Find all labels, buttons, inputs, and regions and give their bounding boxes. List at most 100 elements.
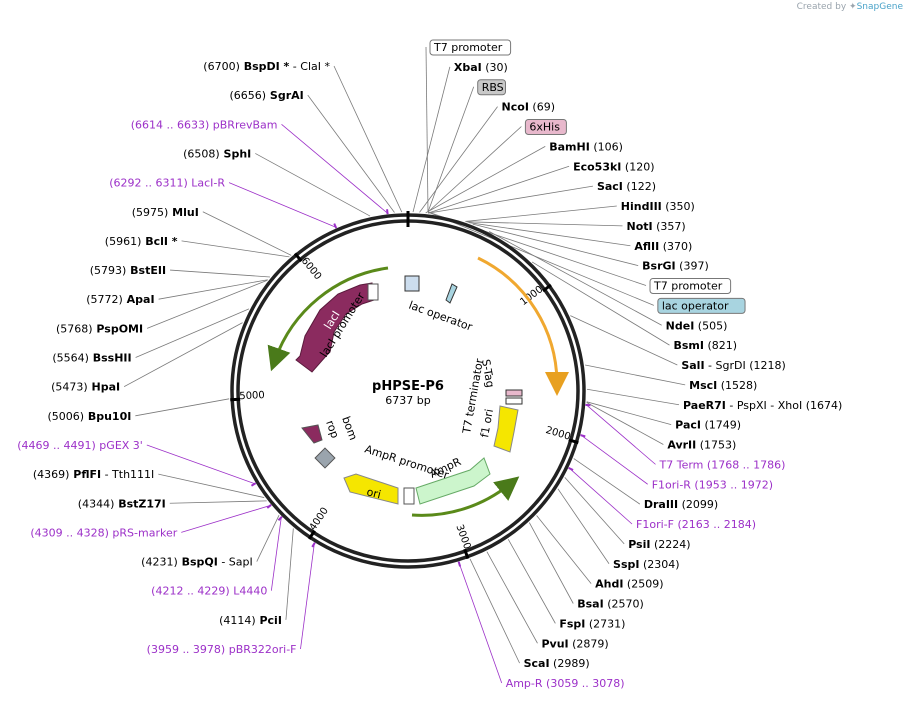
- label-name: PsiI: [628, 538, 650, 551]
- leader-line: [300, 543, 315, 650]
- primer-label-f1ori-f: F1ori-F (2163 .. 2184): [636, 518, 756, 531]
- label-pos: (4344): [78, 497, 115, 510]
- leader-line: [586, 388, 680, 406]
- label-pos: (122): [623, 180, 656, 193]
- label-name: Amp-R: [506, 677, 543, 690]
- primer-label-l4440: (4212 .. 4229) L4440: [151, 585, 267, 598]
- label-pos: (2509): [623, 578, 663, 591]
- leader-line: [468, 222, 631, 247]
- label-name: LacI-R: [188, 177, 226, 190]
- ruler-tick-3000: [463, 548, 470, 560]
- site-label-sali: SalI - SgrDI (1218): [681, 359, 785, 372]
- leader-line: [256, 514, 280, 562]
- ruler-label-3000: 3000: [453, 523, 472, 551]
- label-pos: (2224): [650, 538, 690, 551]
- site-label-bsmi: BsmI (821): [674, 339, 738, 352]
- site-label-sspi: SspI (2304): [613, 558, 680, 571]
- leader-line: [472, 223, 639, 267]
- primer-mark: [386, 209, 389, 215]
- label-sep: - Tth111I: [101, 468, 154, 481]
- leader-line: [285, 528, 294, 620]
- label-name: SspI: [613, 558, 639, 571]
- label-name: F1ori-R: [652, 478, 692, 491]
- site-label-apai: (5772) ApaI: [86, 293, 154, 306]
- feature-lac-operator-box: [404, 275, 420, 292]
- primer-label-prs-marker: (4309 .. 4328) pRS-marker: [30, 526, 177, 539]
- primer-label-laci-r: (6292 .. 6311) LacI-R: [109, 177, 225, 190]
- leader-line: [135, 398, 230, 417]
- leader-line: [412, 66, 451, 213]
- leader-line: [427, 211, 654, 306]
- leader-line: [419, 106, 498, 213]
- orf-arc-green-upper: [267, 266, 389, 372]
- label-name: T7 Term: [659, 458, 704, 471]
- label-name: NdeI: [666, 319, 695, 332]
- leader-line: [458, 562, 503, 684]
- leader-line: [158, 279, 268, 300]
- feature-label-lac-operator: lac operator: [407, 299, 475, 334]
- orf-arc-green-lower: [411, 476, 520, 517]
- plasmid-size: 6737 bp: [385, 394, 430, 407]
- leader-line: [228, 182, 336, 228]
- label-pos: (6292 .. 6311): [109, 177, 188, 190]
- label-pos: (30): [482, 61, 508, 74]
- feature-ori-arrow: [343, 473, 399, 505]
- label-name: PflFI: [69, 468, 101, 481]
- label-pos: (69): [529, 101, 555, 114]
- label-name: BsmI: [674, 339, 705, 352]
- leader-line: [169, 500, 267, 504]
- ruler-label-2000: 2000: [544, 425, 572, 443]
- label-pos: (1953 .. 1972): [691, 478, 773, 491]
- label-name: pBRrevBam: [209, 118, 277, 131]
- leader-line: [158, 473, 265, 498]
- leader-line: [270, 517, 282, 591]
- primer-label-t7-term: T7 Term (1768 .. 1786): [659, 458, 786, 471]
- feature-tag-6xhis: 6xHis: [529, 121, 560, 134]
- leader-line: [531, 261, 670, 346]
- leader-line: [425, 46, 429, 213]
- feature-label-s-tag: S-Tag: [479, 358, 497, 388]
- leader-line: [528, 522, 574, 604]
- site-label-ndei: NdeI (505): [666, 319, 728, 332]
- feature-f1-ori-arrow: [493, 405, 519, 453]
- label-pos: (4114): [219, 614, 256, 627]
- label-name: BsaI: [577, 598, 603, 611]
- ruler-tick-1000: [542, 283, 552, 293]
- site-label-psii: PsiI (2224): [628, 538, 690, 551]
- label-pos: (4369): [33, 468, 70, 481]
- site-label-bspqi: (4231) BspQI - SapI: [141, 556, 253, 569]
- site-label-aflii: AflII (370): [634, 240, 692, 253]
- leader-line: [469, 558, 520, 664]
- label-pos: (6614 .. 6633): [131, 118, 210, 131]
- label-name: Eco53kI: [573, 160, 621, 173]
- leader-line: [427, 165, 570, 214]
- leader-line: [586, 402, 664, 445]
- leader-line: [573, 458, 641, 505]
- primer-label-f1ori-r: F1ori-R (1953 .. 1972): [652, 478, 773, 491]
- label-name: BssHII: [89, 352, 132, 365]
- site-label-avrii: AvrII (1753): [667, 439, 736, 452]
- primer-mark: [250, 482, 257, 487]
- label-name: SacI: [597, 180, 623, 193]
- leader-line: [570, 315, 678, 366]
- label-pos: (5768): [56, 322, 93, 335]
- label-pos: (397): [676, 260, 709, 273]
- site-labels-left: (6700) BspDI * - ClaI *(6656) SgrAI(6614…: [17, 60, 330, 656]
- label-pos: (6656): [230, 89, 267, 102]
- site-label-pcii: (4114) PciI: [219, 614, 282, 627]
- leader-line: [427, 86, 475, 213]
- site-label-saci: SacI (122): [597, 180, 656, 193]
- credit-prefix: Created by: [796, 2, 847, 12]
- feature-label-ori: ori: [365, 485, 382, 501]
- label-pos: (2879): [569, 637, 609, 650]
- primer-mark: [277, 515, 283, 521]
- site-label-pspomi: (5768) PspOMI: [56, 322, 143, 335]
- feature-tag-rbs: RBS: [482, 81, 504, 94]
- feature-tag-lac-operator: lac operator: [662, 299, 729, 312]
- site-label-scai: ScaI (2989): [524, 657, 590, 670]
- ruler-label-5000: 5000: [239, 390, 265, 402]
- feature-laci-arrow: [295, 282, 375, 373]
- snapgene-logo-icon: ✦: [849, 2, 857, 12]
- label-pos: (4309 .. 4328): [30, 526, 109, 539]
- feature-box-rbs: [477, 79, 507, 96]
